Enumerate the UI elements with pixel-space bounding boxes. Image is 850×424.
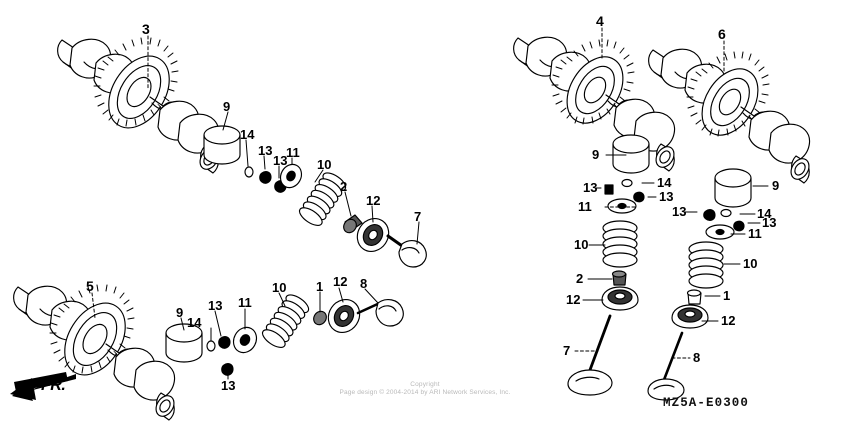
copyright-line-2: Page design © 2004-2014 by ARI Network S…	[339, 389, 511, 396]
camshaft-6	[648, 48, 811, 184]
front-direction-arrow	[10, 372, 76, 401]
camshaft-gear-6	[686, 51, 770, 137]
callout-tl-shim-14: 14	[240, 127, 255, 142]
callout-rl-spring-10: 10	[574, 237, 589, 252]
camshaft-5	[13, 284, 176, 421]
leader-lines	[91, 27, 769, 380]
callout-bl-seat-12: 12	[333, 274, 348, 289]
callout-rr-tappet-9: 9	[772, 178, 780, 193]
callout-rl-cotter-13b: 13	[659, 189, 674, 204]
callout-rl-seat-12: 12	[566, 292, 581, 307]
valve-spring-10-bottom-left	[261, 294, 310, 348]
camshaft-gear-4	[551, 39, 635, 125]
tappet-9-top-left	[203, 125, 241, 165]
callout-camshaft-6: 6	[718, 26, 726, 42]
small-parts-bottom-left	[206, 326, 258, 376]
callout-tl-cotter-13a: 13	[258, 143, 273, 158]
callout-rl-seal-2: 2	[576, 271, 584, 286]
camshaft-gear-5	[49, 284, 135, 376]
valve-stack-right-left	[567, 134, 650, 396]
callout-bl-tappet-9: 9	[176, 305, 184, 320]
callout-camshaft-5: 5	[86, 278, 94, 294]
callout-tl-valve-7: 7	[414, 209, 422, 224]
callout-rl-tappet-9: 9	[592, 147, 600, 162]
valve-seal-1-bottom-left	[313, 310, 327, 326]
callout-tl-retainer-11: 11	[286, 145, 300, 160]
callout-rr-seal-1: 1	[723, 288, 731, 303]
valve-stack-right-right	[647, 168, 752, 401]
spring-seat-12-top-left	[356, 218, 390, 252]
valve-spring-10-top-left	[298, 172, 347, 226]
callout-bl-cotter-13a: 13	[208, 298, 223, 313]
small-parts-top-left	[244, 163, 303, 193]
callout-rr-spring-10: 10	[743, 256, 758, 271]
callout-bl-retainer-11: 11	[238, 295, 252, 310]
callout-camshaft-3: 3	[142, 21, 150, 37]
callout-rl-retainer-11: 11	[578, 199, 592, 214]
valve-seal-2-top-left	[343, 214, 363, 234]
callout-tl-spring-10: 10	[317, 157, 332, 172]
callout-bl-cotter-13b: 13	[221, 378, 236, 393]
callout-bl-seal-1: 1	[316, 279, 324, 294]
callout-bl-valve-8: 8	[360, 276, 368, 291]
spring-seat-12-bottom-left	[327, 299, 361, 333]
callout-tl-cotter-13b: 13	[273, 153, 288, 168]
copyright-line-1: Copyright	[410, 381, 440, 388]
callout-tl-seat-12: 12	[366, 193, 381, 208]
callout-bl-spring-10: 10	[272, 280, 287, 295]
valve-8-bottom-left	[356, 298, 404, 327]
copyright-notice: Copyright Page design © 2004-2014 by ARI…	[330, 381, 520, 396]
callout-rr-cotter-13a: 13	[672, 204, 687, 219]
callout-tl-seal-2: 2	[340, 179, 348, 194]
diagram-part-number: MZ5A-E0300	[663, 396, 750, 410]
camshaft-gear-3	[93, 37, 179, 129]
callout-rr-seat-12: 12	[721, 313, 736, 328]
callout-tl-tappet-9: 9	[223, 99, 231, 114]
camshaft-3	[57, 37, 220, 174]
callout-rl-shim-14: 14	[657, 175, 672, 190]
callout-rr-retainer-11: 11	[748, 226, 762, 241]
callout-camshaft-4: 4	[596, 13, 604, 29]
callout-rr-valve-8: 8	[693, 350, 701, 365]
front-direction-label: FR.	[41, 377, 66, 394]
callout-rr-shim-14: 14	[757, 206, 772, 221]
callout-bl-shim-14: 14	[187, 315, 202, 330]
callout-rl-valve-7: 7	[563, 343, 571, 358]
callout-rr-cotter-13b: 13	[762, 215, 777, 230]
tappet-9-bottom-left	[165, 323, 203, 363]
callout-rl-cotter-13a: 13	[583, 180, 598, 195]
valve-7-top-left	[386, 234, 427, 268]
